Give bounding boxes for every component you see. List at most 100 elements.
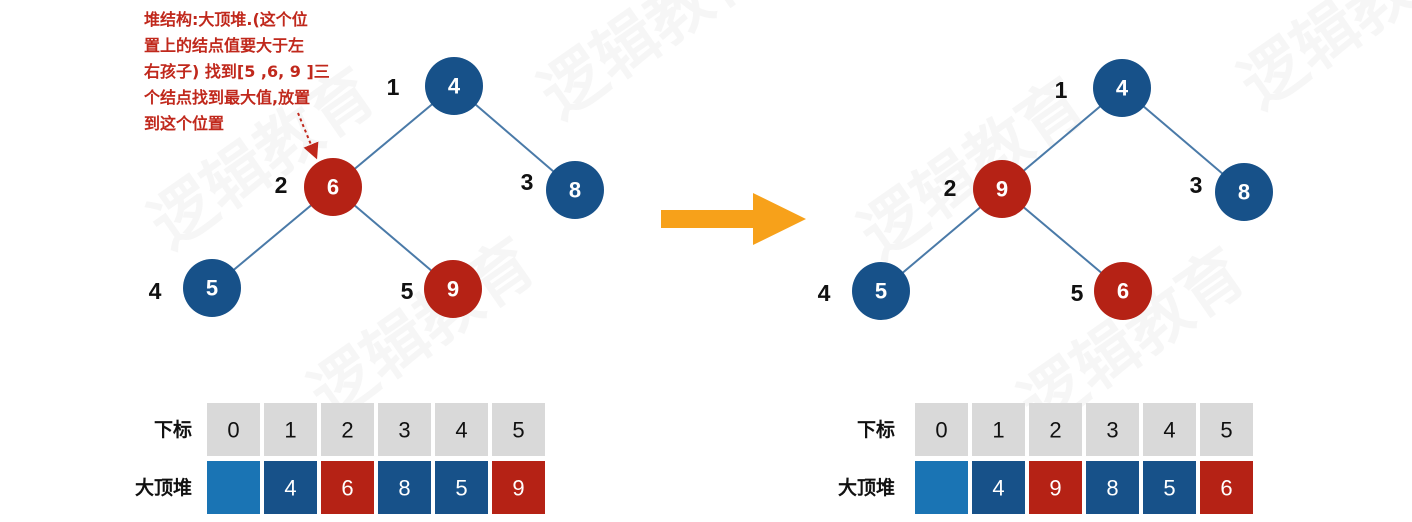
- tree-node-1: 4 1: [387, 57, 483, 115]
- node-circle: [852, 262, 910, 320]
- heap-value-text: 8: [398, 476, 410, 501]
- heap-value-cell: [492, 461, 545, 514]
- index-row-label: 下标: [857, 419, 895, 441]
- index-cell: [1086, 403, 1139, 456]
- node-index-label: 3: [1190, 172, 1203, 198]
- node-circle: [183, 259, 241, 317]
- node-circle: [304, 158, 362, 216]
- tree-node-4: 5 4: [818, 262, 910, 320]
- index-cell: [435, 403, 488, 456]
- heap-value-cell: [972, 461, 1025, 514]
- node-value: 8: [1238, 180, 1250, 205]
- heap-value-text: 8: [1106, 476, 1118, 501]
- heap-row-label: 大顶堆: [135, 476, 192, 499]
- index-cell-text: 0: [935, 418, 947, 443]
- index-cell-text: 2: [341, 418, 353, 443]
- heap-value-text: 4: [992, 476, 1004, 501]
- heap-row-label: 大顶堆: [838, 476, 895, 499]
- array-table-before: 下标 大顶堆 0 1 2 3 4 5 4 6 8 5 9: [135, 403, 545, 514]
- heap-value-text: 9: [512, 476, 524, 501]
- tree-after: 4 1 9 2 8 3 5 4 6 5: [818, 59, 1273, 320]
- index-cell-text: 5: [1220, 418, 1232, 443]
- node-value: 9: [447, 277, 459, 302]
- tree-before: 4 1 6 2 8 3 5 4 9 5: [149, 57, 604, 318]
- watermark-text: 逻辑教育: [297, 226, 549, 433]
- tree-node-5: 6 5: [1071, 262, 1152, 320]
- index-cell: [972, 403, 1025, 456]
- index-cell: [1200, 403, 1253, 456]
- index-cell-text: 4: [455, 418, 467, 443]
- heap-value-cell: [207, 461, 260, 514]
- index-cell: [207, 403, 260, 456]
- heap-value-text: 5: [1163, 476, 1175, 501]
- annotation-note: 堆结构:大顶堆.(这个位 置上的结点值要大于左 右孩子) 找到[5 ,6, 9 …: [143, 10, 330, 160]
- heap-value-cell: [1200, 461, 1253, 514]
- arrow-shape: [661, 193, 806, 245]
- node-index-label: 1: [1055, 77, 1068, 103]
- tree-node-2: 9 2: [944, 160, 1031, 218]
- annotation-line-1: 堆结构:大顶堆.(这个位: [144, 10, 308, 29]
- array-table-after: 下标 大顶堆 0 1 2 3 4 5 4 9 8 5 6: [838, 403, 1253, 514]
- index-cell-text: 5: [512, 418, 524, 443]
- index-cell: [1143, 403, 1196, 456]
- tree-node-3: 8 3: [521, 161, 604, 219]
- node-index-label: 2: [275, 172, 288, 198]
- heap-value-text: 6: [341, 476, 353, 501]
- heap-value-cell: [1143, 461, 1196, 514]
- node-value: 5: [206, 276, 218, 301]
- node-circle: [424, 260, 482, 318]
- tree-node-2: 6 2: [275, 158, 362, 216]
- tree-node-1: 4 1: [1055, 59, 1151, 117]
- node-index-label: 1: [387, 74, 400, 100]
- node-circle: [1094, 262, 1152, 320]
- heap-value-text: 5: [455, 476, 467, 501]
- annotation-line-3: 右孩子) 找到[5 ,6, 9 ]三: [144, 62, 330, 81]
- tree-node-4: 5 4: [149, 259, 241, 317]
- index-cell: [321, 403, 374, 456]
- node-index-label: 5: [401, 278, 414, 304]
- index-cell-text: 0: [227, 418, 239, 443]
- index-cell-text: 3: [1106, 418, 1118, 443]
- node-value: 9: [996, 177, 1008, 202]
- index-cell: [378, 403, 431, 456]
- heap-value-cell: [1086, 461, 1139, 514]
- index-cell: [492, 403, 545, 456]
- heap-value-text: 6: [1220, 476, 1232, 501]
- watermark-text: 逻辑教育: [137, 56, 389, 263]
- heap-value-cell: [378, 461, 431, 514]
- node-circle: [546, 161, 604, 219]
- node-value: 4: [1116, 76, 1129, 101]
- annotation-line-2: 置上的结点值要大于左: [144, 36, 304, 55]
- node-value: 6: [1117, 279, 1129, 304]
- node-circle: [425, 57, 483, 115]
- annotation-line-4: 个结点找到最大值,放置: [143, 88, 310, 107]
- node-value: 4: [448, 74, 461, 99]
- node-value: 6: [327, 175, 339, 200]
- annotation-line-5: 到这个位置: [144, 114, 224, 133]
- heap-value-text: 9: [1049, 476, 1061, 501]
- node-index-label: 4: [149, 278, 162, 304]
- node-index-label: 2: [944, 175, 957, 201]
- index-cell-text: 1: [284, 418, 296, 443]
- node-circle: [1215, 163, 1273, 221]
- node-circle: [973, 160, 1031, 218]
- heap-value-cell: [1029, 461, 1082, 514]
- index-row-label: 下标: [154, 419, 192, 441]
- index-cell: [1029, 403, 1082, 456]
- index-cell-text: 4: [1163, 418, 1175, 443]
- watermark-text: 逻辑教育: [527, 0, 779, 133]
- index-cell: [264, 403, 317, 456]
- watermark-text: 逻辑教育: [1227, 0, 1412, 123]
- heap-value-cell: [915, 461, 968, 514]
- index-cell-text: 2: [1049, 418, 1061, 443]
- tree-node-5: 9 5: [401, 260, 482, 318]
- annotation-dashed-arrow: [297, 112, 319, 160]
- node-value: 5: [875, 279, 887, 304]
- index-cell-text: 1: [992, 418, 1004, 443]
- tree-node-3: 8 3: [1190, 163, 1273, 221]
- node-value: 8: [569, 178, 581, 203]
- transition-arrow-icon: [661, 193, 806, 245]
- index-cell-text: 3: [398, 418, 410, 443]
- heap-value-text: 4: [284, 476, 296, 501]
